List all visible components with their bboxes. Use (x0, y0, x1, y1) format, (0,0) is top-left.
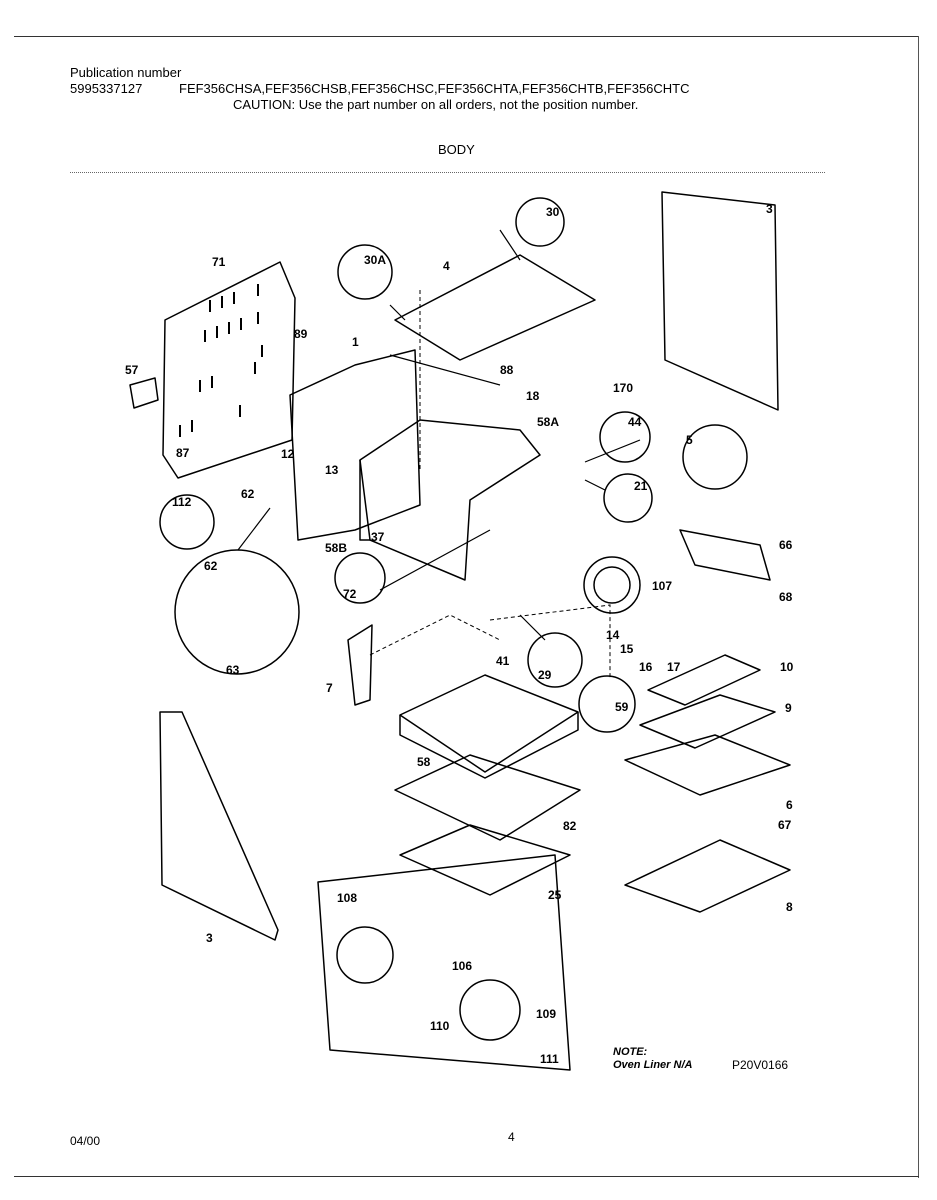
fan-motor-part (336, 926, 394, 984)
callout-10: 10 (780, 660, 794, 674)
fan-blade-part (459, 979, 521, 1041)
floor-panel-part (399, 824, 571, 896)
page-number: 4 (508, 1130, 515, 1144)
callout-13: 13 (325, 463, 339, 477)
callout-circle-5 (682, 424, 748, 490)
publication-number-label: Publication number (70, 65, 182, 80)
header-rule (70, 172, 825, 173)
callout-15: 15 (620, 642, 634, 656)
callout-62-detail: 62 (204, 559, 218, 573)
frame-bottom-border (14, 1176, 919, 1177)
callout-30a: 30A (364, 253, 386, 267)
callout-59: 59 (615, 700, 629, 714)
callout-4: 4 (443, 259, 450, 273)
oven-cavity-part (359, 419, 541, 581)
frame-top-border (14, 36, 919, 37)
bottom-panel-part (394, 754, 581, 841)
callout-17: 17 (667, 660, 681, 674)
frame-right-border (918, 36, 919, 1178)
callout-16: 16 (639, 660, 653, 674)
callout-72: 72 (343, 587, 357, 601)
callout-circle-30a (337, 244, 393, 300)
callout-circle-62-detail (174, 549, 300, 675)
figure-code: P20V0166 (732, 1058, 789, 1072)
callout-66: 66 (779, 538, 793, 552)
callout-88: 88 (500, 363, 514, 377)
callout-18: 18 (526, 389, 540, 403)
callout-circle-72 (334, 552, 386, 604)
callout-111: 111 (540, 1052, 559, 1066)
callout-circle-21 (603, 473, 653, 523)
callout-circle-30 (515, 197, 565, 247)
callout-25: 25 (548, 888, 562, 902)
callout-82: 82 (563, 819, 577, 833)
callout-109: 109 (536, 1007, 556, 1021)
drip-tray-part (624, 839, 791, 913)
bracket-57-part (129, 377, 159, 409)
callout-circle-59 (578, 675, 636, 733)
fan-cover-part (583, 556, 641, 614)
oven-rack-part (624, 734, 791, 796)
door-hinge-part (347, 624, 373, 706)
callout-circle-29 (527, 632, 583, 688)
callout-30: 30 (546, 205, 560, 219)
fan-motor-inset-box (317, 854, 571, 1071)
callout-12: 12 (281, 447, 295, 461)
callout-68: 68 (779, 590, 793, 604)
oven-back-frame-part (289, 349, 421, 541)
note-text: Oven Liner N/A (613, 1059, 693, 1071)
publication-number: 5995337127 (70, 81, 143, 96)
left-side-panel-part (159, 711, 279, 941)
top-panel-part (394, 254, 596, 361)
broiler-grid-part (647, 654, 761, 706)
callout-170: 170 (613, 381, 633, 395)
footer-date: 04/00 (70, 1134, 101, 1148)
callout-67: 67 (778, 818, 792, 832)
callout-71: 71 (212, 255, 226, 269)
callout-107: 107 (652, 579, 672, 593)
callout-14: 14 (606, 628, 620, 642)
callout-44: 44 (628, 415, 642, 429)
callout-circle-44 (599, 411, 651, 463)
callout-106: 106 (452, 959, 472, 973)
note-label: NOTE: (613, 1046, 648, 1058)
callout-62: 62 (241, 487, 255, 501)
callout-89: 89 (294, 327, 308, 341)
broiler-pan-part (639, 694, 776, 749)
right-side-panel-part (661, 191, 779, 411)
callout-112: 112 (172, 495, 192, 509)
callout-circle-112 (159, 494, 215, 550)
callout-7: 7 (326, 681, 333, 695)
section-title: BODY (438, 142, 475, 157)
callout-8: 8 (786, 900, 793, 914)
caution-text: CAUTION: Use the part number on all orde… (233, 97, 639, 112)
callout-6: 6 (786, 798, 793, 812)
callout-9: 9 (785, 701, 792, 715)
callout-110: 110 (430, 1019, 450, 1033)
callout-63: 63 (226, 663, 240, 677)
model-list: FEF356CHSA,FEF356CHSB,FEF356CHSC,FEF356C… (179, 81, 690, 96)
callout-57: 57 (125, 363, 139, 377)
callout-41: 41 (496, 654, 510, 668)
callout-58: 58 (417, 755, 431, 769)
callout-58b: 58B (325, 541, 347, 555)
callout-1: 1 (352, 335, 359, 349)
broil-element-part (679, 529, 771, 581)
callout-58a: 58A (537, 415, 559, 429)
callout-21: 21 (634, 479, 648, 493)
callout-108: 108 (337, 891, 357, 905)
callout-29: 29 (538, 668, 552, 682)
callout-87: 87 (176, 446, 190, 460)
callout-3-right: 3 (766, 202, 773, 216)
callout-3-left: 3 (206, 931, 213, 945)
callout-37: 37 (371, 530, 385, 544)
callout-5: 5 (686, 433, 693, 447)
